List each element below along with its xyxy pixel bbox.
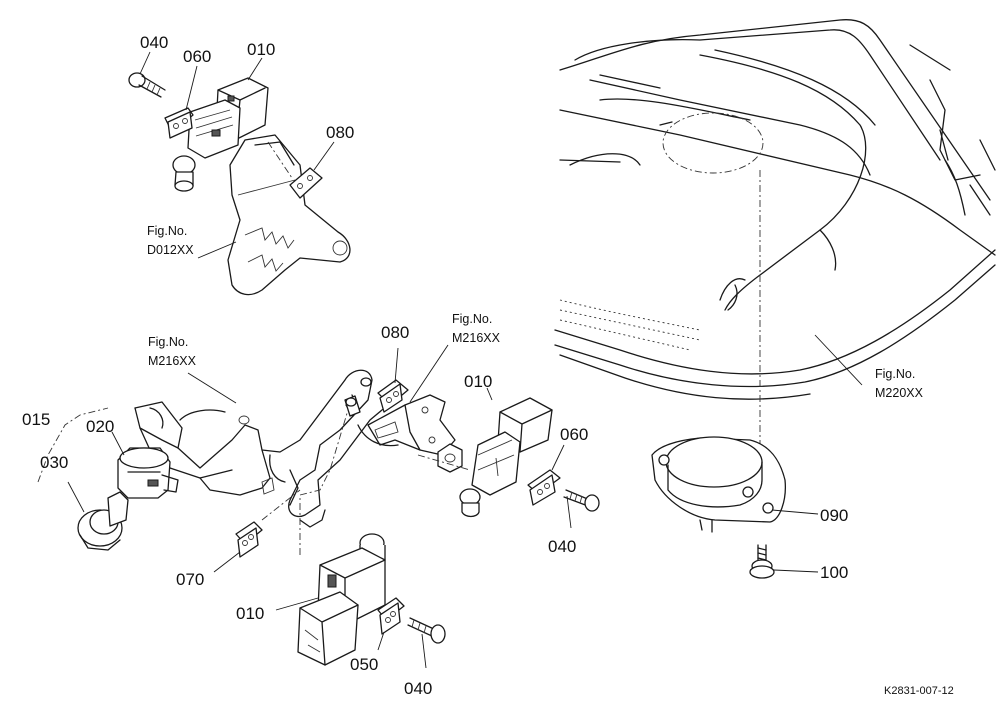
drawing-reference: K2831-007-12 <box>884 685 954 697</box>
figref-d012: Fig.No. D012XX <box>147 224 194 257</box>
leader-040-right <box>566 495 572 529</box>
leader-040-top <box>139 51 151 75</box>
seat-panel-outline <box>554 19 996 400</box>
leader-060-top <box>185 65 198 111</box>
leader-100 <box>773 569 819 573</box>
svg-text:D012XX: D012XX <box>147 243 194 257</box>
part-010-switch-bottom <box>297 533 386 666</box>
part-090-horn <box>651 436 786 533</box>
label-040-right: 040 <box>548 537 576 556</box>
part-040-bolt-top <box>128 72 166 98</box>
leader-090 <box>771 509 819 515</box>
bracket-d012 <box>227 134 351 296</box>
leader-030 <box>67 481 85 513</box>
part-050-plate <box>377 597 405 635</box>
leader-080-top <box>313 141 335 171</box>
label-020: 020 <box>86 417 114 436</box>
label-015: 015 <box>22 410 50 429</box>
bracket-m216 <box>134 369 401 528</box>
leader-010-right <box>486 387 493 401</box>
label-080-top: 080 <box>326 123 354 142</box>
svg-text:Fig.No.: Fig.No. <box>452 312 492 326</box>
label-010-top: 010 <box>247 40 275 59</box>
part-020-switch-body <box>117 447 179 499</box>
label-080-mid: 080 <box>381 323 409 342</box>
leader-050 <box>377 631 385 651</box>
label-040-top: 040 <box>140 33 168 52</box>
svg-text:M216XX: M216XX <box>148 354 197 368</box>
figref-m220: Fig.No. M220XX <box>875 367 924 400</box>
label-050: 050 <box>350 655 378 674</box>
label-030: 030 <box>40 453 68 472</box>
leader-010-bottom <box>275 597 319 611</box>
group-015-bracket <box>37 407 109 483</box>
svg-text:Fig.No.: Fig.No. <box>147 224 187 238</box>
centerline-bottom <box>299 409 349 555</box>
part-080-plate-top <box>289 167 323 199</box>
label-040-bottom: 040 <box>404 679 432 698</box>
centerline-080-top <box>267 141 293 179</box>
leader-080-mid <box>394 347 399 384</box>
part-070-plate <box>235 521 263 558</box>
part-080-plate-mid <box>377 379 409 413</box>
part-040-bolt-bottom <box>407 617 446 644</box>
leader-020 <box>111 431 125 456</box>
figref-m216-left: Fig.No. M216XX <box>148 335 197 368</box>
leader-m220 <box>814 334 863 386</box>
leader-040-bottom <box>421 633 427 669</box>
leader-070 <box>213 551 241 573</box>
centerline-mid <box>417 454 471 471</box>
part-030-cap <box>77 491 129 551</box>
part-040-bolt-right <box>563 489 600 512</box>
label-060-right: 060 <box>560 425 588 444</box>
nut-mid <box>437 443 463 473</box>
bracket-m216-right <box>367 394 456 456</box>
leader-m216-left <box>187 372 237 404</box>
svg-text:M216XX: M216XX <box>452 331 501 345</box>
leader-010-top <box>247 57 263 81</box>
label-100: 100 <box>820 563 848 582</box>
leader-d012 <box>197 241 237 259</box>
part-060-plate-right <box>527 469 561 506</box>
label-060-top: 060 <box>183 47 211 66</box>
svg-text:M220XX: M220XX <box>875 386 924 400</box>
centerline-070 <box>261 489 301 521</box>
label-070: 070 <box>176 570 204 589</box>
leader-060-right <box>551 444 565 471</box>
svg-text:Fig.No.: Fig.No. <box>148 335 188 349</box>
svg-text:Fig.No.: Fig.No. <box>875 367 915 381</box>
part-010-switch-right <box>459 397 553 518</box>
label-010-right: 010 <box>464 372 492 391</box>
figref-m216-right: Fig.No. M216XX <box>452 312 501 345</box>
part-060-plate-top <box>164 107 194 139</box>
label-090: 090 <box>820 506 848 525</box>
part-010-switch-top <box>172 77 269 192</box>
leader-m216-right <box>409 344 449 403</box>
label-010-bottom: 010 <box>236 604 264 623</box>
part-100-screw <box>749 544 775 579</box>
